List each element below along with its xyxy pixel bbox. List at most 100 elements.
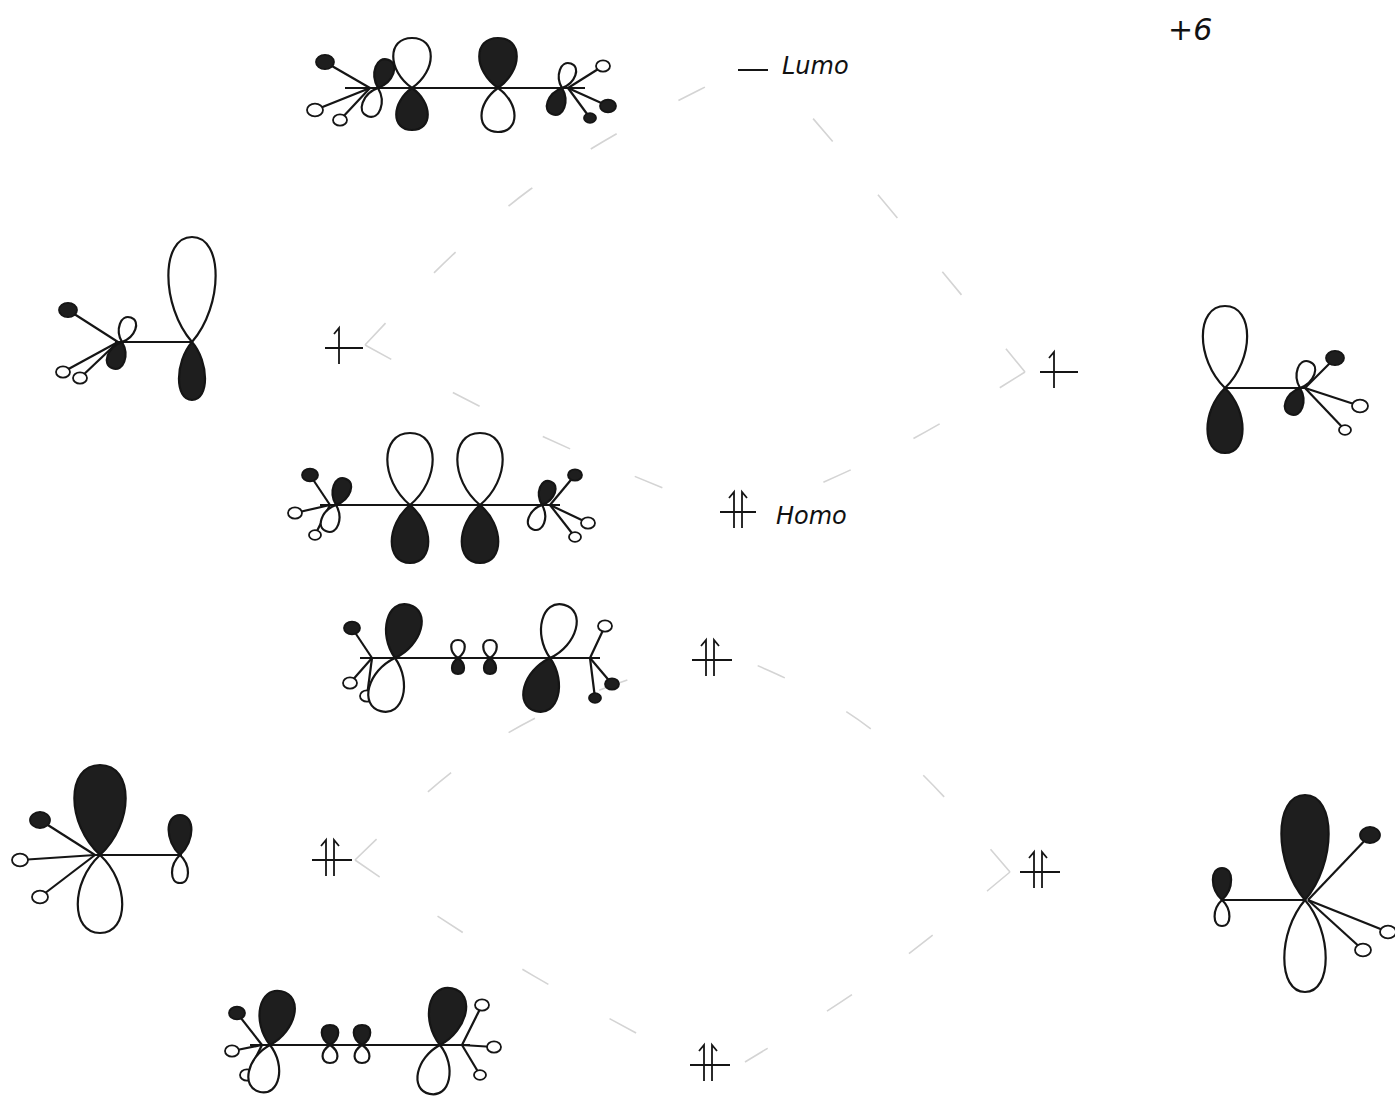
orbital-lobe xyxy=(535,479,558,508)
electron-arrow xyxy=(714,640,719,676)
orbital-lobe xyxy=(245,1042,285,1095)
p-orbital xyxy=(519,600,581,715)
hydrogen-orbital xyxy=(598,620,612,631)
hydrogen-orbital xyxy=(1355,944,1371,957)
orbital-lobe xyxy=(1213,868,1231,900)
electron-arrow xyxy=(321,840,326,876)
correlation-line xyxy=(355,660,690,860)
hydrogen-orbital xyxy=(307,104,323,117)
hydrogen-orbital xyxy=(596,60,610,71)
hydrogen-orbital xyxy=(302,469,318,482)
correlation-line xyxy=(780,80,1025,372)
orbital-lobe xyxy=(104,339,130,371)
orbital-lobe xyxy=(1203,306,1247,388)
hydrogen-orbital xyxy=(229,1007,245,1020)
p-orbital xyxy=(412,984,470,1097)
hydrogen-orbital xyxy=(487,1041,501,1052)
orbital-lobe xyxy=(322,1025,339,1045)
electron-arrow xyxy=(1049,352,1054,388)
orbital-lobe xyxy=(179,342,205,400)
orbital-lobe xyxy=(422,984,470,1048)
hydrogen-orbital xyxy=(584,113,596,123)
hydrogen-orbital xyxy=(288,507,302,518)
bond-line xyxy=(20,855,95,860)
sigma-bond xyxy=(95,854,182,856)
hydrogen-orbital xyxy=(1339,425,1351,435)
energy-level xyxy=(692,659,732,661)
energy-level xyxy=(738,69,768,71)
orbital-lobe xyxy=(544,85,570,117)
hydrogen-orbital xyxy=(225,1045,239,1056)
p-orbital xyxy=(168,237,215,400)
p-orbital xyxy=(243,988,298,1096)
electron-arrow xyxy=(334,840,339,876)
correlation-line xyxy=(745,660,1010,872)
energy-level xyxy=(690,1064,730,1066)
orbital-lobe xyxy=(328,476,354,508)
orbital-lobe xyxy=(396,88,428,130)
hydrogen-orbital xyxy=(12,854,28,867)
orbital-lobe xyxy=(1284,900,1325,992)
handwritten-label: Homo xyxy=(776,502,847,530)
orbital-lobe xyxy=(114,315,138,345)
hydrogen-orbital xyxy=(333,114,347,125)
handwritten-label: Lumo xyxy=(782,52,849,80)
orbital-lobe xyxy=(354,1025,371,1045)
correlation-line xyxy=(365,345,705,505)
p-orbital xyxy=(544,61,579,118)
orbital-lobe xyxy=(355,1045,370,1063)
p-orbital xyxy=(1203,306,1247,453)
orbital-lobe xyxy=(393,38,431,88)
orbital-lobe xyxy=(253,988,298,1049)
electron-arrow xyxy=(701,640,706,676)
hydrogen-orbital xyxy=(73,372,87,383)
hydrogen-orbital xyxy=(1380,926,1395,939)
p-orbital xyxy=(457,433,502,563)
orbital-lobe xyxy=(484,658,496,674)
electron-arrow xyxy=(1029,852,1034,888)
orbital-lobe xyxy=(323,1045,338,1063)
hydrogen-orbital xyxy=(589,693,601,703)
hydrogen-orbital xyxy=(309,530,321,540)
electron-arrow xyxy=(1042,852,1047,888)
hydrogen-orbital xyxy=(1326,351,1344,365)
hydrogen-orbital xyxy=(600,100,616,113)
p-orbital xyxy=(364,600,426,715)
orbital-lobe xyxy=(462,505,499,563)
sigma-bond xyxy=(320,504,560,506)
energy-level xyxy=(312,859,352,861)
orbital-lobe xyxy=(483,640,497,658)
hydrogen-orbital xyxy=(474,1070,486,1080)
p-orbital xyxy=(451,640,465,674)
p-orbital xyxy=(74,765,125,933)
sigma-bond xyxy=(1222,899,1305,901)
orbital-lobe xyxy=(1215,900,1230,926)
hydrogen-orbital xyxy=(1360,827,1380,843)
orbital-lobe xyxy=(414,1042,455,1097)
orbital-lobe xyxy=(1281,795,1328,900)
p-orbital xyxy=(318,476,354,535)
p-orbital xyxy=(1213,868,1231,926)
orbital-lobe xyxy=(554,61,578,91)
p-orbital xyxy=(479,38,517,132)
orbital-lobe xyxy=(452,658,464,674)
hydrogen-orbital xyxy=(568,469,582,480)
p-orbital xyxy=(525,479,558,533)
orbital-lobe xyxy=(519,654,567,716)
orbital-lobe xyxy=(168,237,215,342)
orbital-lobe xyxy=(359,85,387,120)
orbital-lobe xyxy=(387,433,432,505)
hydrogen-orbital xyxy=(32,891,48,904)
energy-level xyxy=(1020,871,1060,873)
handwritten-label: +6 xyxy=(1168,12,1212,47)
correlation-line xyxy=(770,372,1025,505)
hydrogen-orbital xyxy=(581,517,595,528)
p-orbital xyxy=(354,1025,371,1063)
hydrogen-orbital xyxy=(316,55,334,69)
orbital-lobe xyxy=(482,88,515,132)
hydrogen-orbital xyxy=(30,812,50,828)
orbital-lobe xyxy=(1292,359,1318,391)
electron-arrow xyxy=(742,492,747,528)
orbital-lobe xyxy=(1207,388,1242,453)
